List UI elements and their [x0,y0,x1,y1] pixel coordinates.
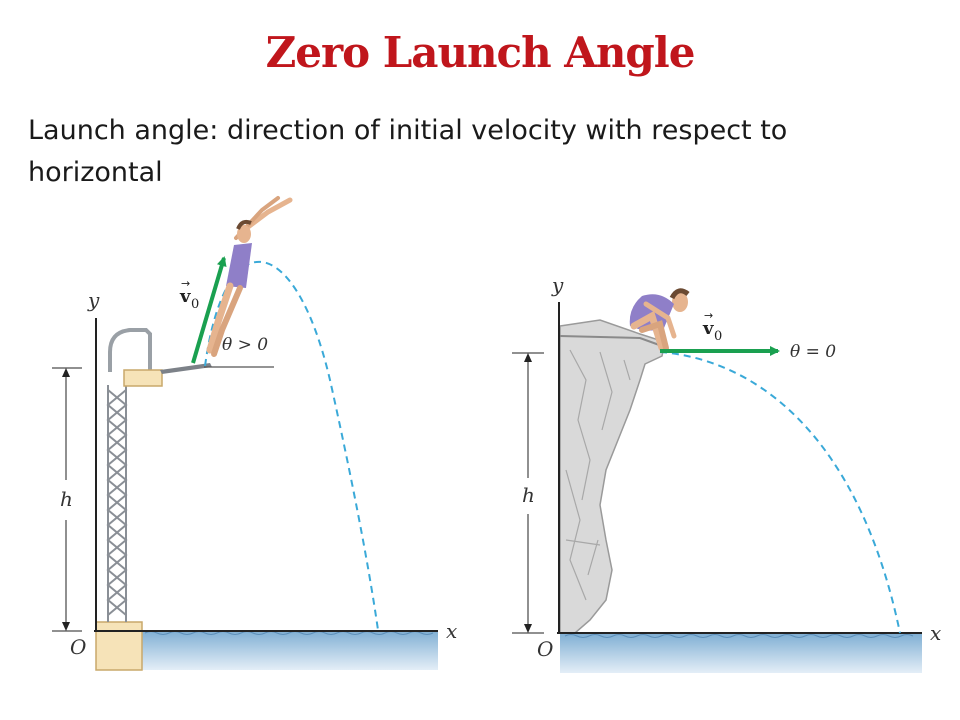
left-velocity-arrow [191,256,227,364]
right-origin-label: O [537,637,553,661]
right-y-axis-label: y [551,273,564,297]
right-panel: y x O h v 0 → θ = 0 [512,273,941,673]
right-trajectory [659,351,901,634]
slide-title: Zero Launch Angle [265,28,696,77]
left-y-axis-label: y [87,288,100,312]
left-velocity-label: v [179,286,191,307]
left-water [140,630,438,670]
left-angle-label: θ > 0 [222,335,268,355]
diving-handrail [108,328,152,372]
right-velocity-subscript: 0 [714,329,722,344]
right-water [560,633,922,673]
left-water-ripples [144,631,434,635]
left-height-label: h [60,487,73,511]
diving-board [160,363,212,374]
diving-tower [106,385,128,622]
left-trajectory [204,261,379,631]
left-velocity-vector-mark: → [181,277,190,290]
cliff-cracks [565,349,631,601]
diving-tower-base [95,621,143,671]
slide-body-text: Launch angle: direction of initial veloc… [28,115,788,188]
right-diver [629,288,690,352]
right-velocity-vector-mark: → [704,309,713,322]
left-velocity-subscript: 0 [191,297,199,312]
right-velocity-label: v [702,318,714,339]
right-angle-label: θ = 0 [790,342,836,362]
left-diver [206,196,293,357]
right-water-ripples [564,634,914,638]
right-height-label: h [522,483,535,507]
cliff [559,319,666,634]
cliff-ledge [559,335,663,347]
left-x-axis-label: x [446,619,457,643]
right-x-axis-label: x [930,621,941,645]
left-origin-label: O [70,635,86,659]
left-panel: y x O h v 0 → θ > 0 [52,196,457,671]
diving-platform [123,369,163,387]
